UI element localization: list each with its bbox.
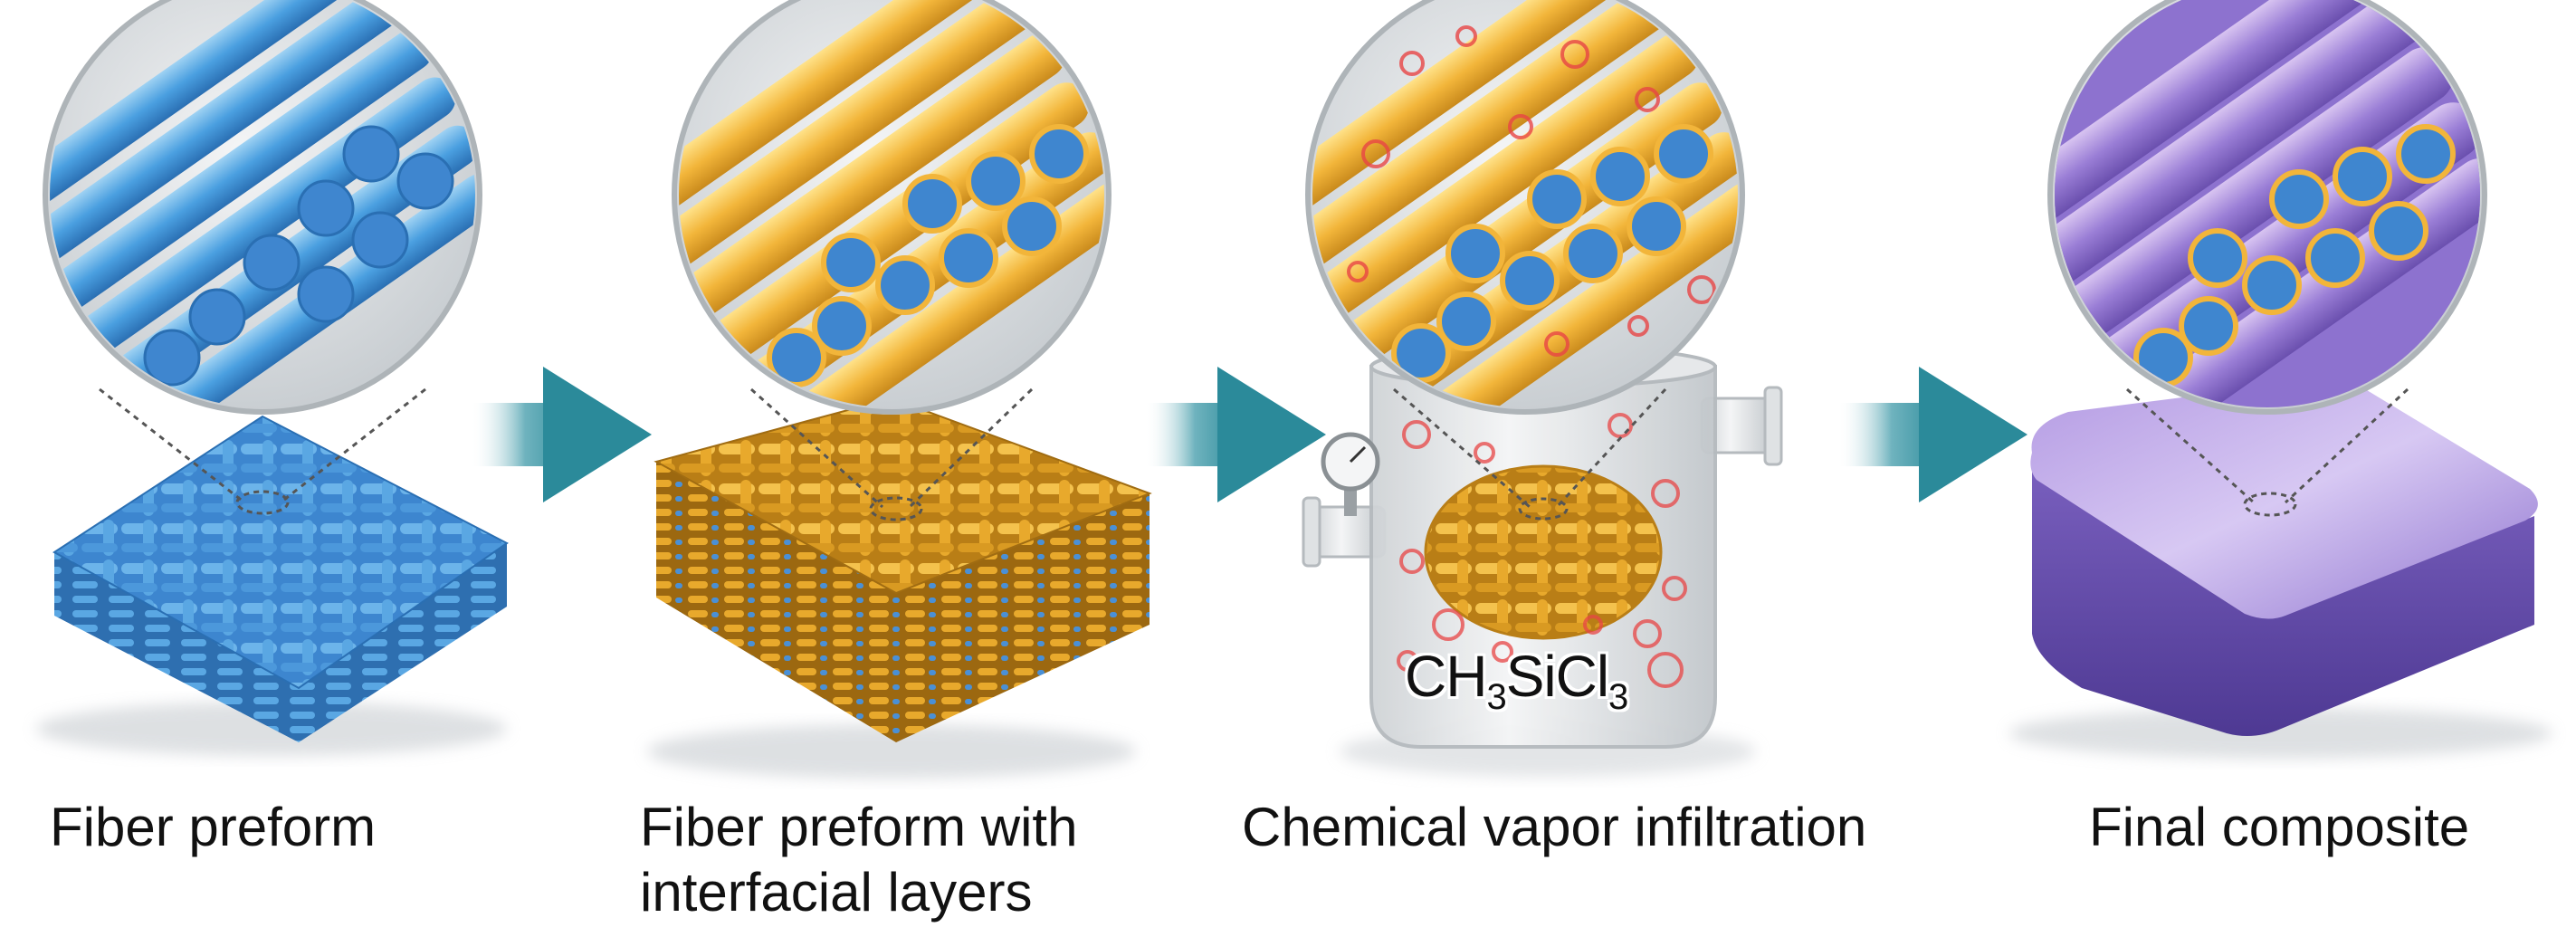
zoom-guide-left (99, 387, 245, 504)
formula-sub-1: 3 (1486, 677, 1506, 717)
arrow-right-icon (1145, 367, 1326, 502)
composite-side (2032, 453, 2534, 737)
preform-top (52, 415, 509, 690)
fiber-bundle-composite (2055, 0, 2480, 407)
caption-text: Chemical vapor infiltration (1242, 797, 1867, 857)
reactor-preform (1424, 464, 1663, 640)
caption-text: Fiber preform (50, 797, 377, 857)
stage-fiber-preform (36, 0, 509, 756)
fiber-bundle-gold (679, 0, 1104, 407)
caption-final-composite: Final composite (2089, 795, 2576, 860)
zoom-spot (235, 490, 290, 515)
caption-text-line1: Fiber preform with (640, 797, 1078, 857)
coated-top (654, 397, 1152, 595)
precursor-formula: CH3SiCl3 (1405, 643, 1628, 718)
gas-molecule-icon (1397, 413, 1687, 688)
coated-side-right (896, 493, 1150, 742)
pressure-gauge-icon (1321, 432, 1380, 516)
stage-coated-preform (647, 0, 1152, 779)
fiber-bundle-blue (50, 0, 475, 407)
stage-final-composite (2009, 0, 2552, 759)
arrow-right-icon (1837, 367, 2027, 502)
formula-sub-2: 3 (1608, 677, 1628, 717)
preform-shadow (36, 702, 507, 756)
arrow-right-icon (471, 367, 652, 502)
coated-side-front (656, 462, 896, 742)
stage-cvi-reactor (1302, 0, 1783, 777)
caption-fiber-preform: Fiber preform (50, 795, 557, 860)
preform-side-right (299, 543, 507, 742)
caption-text-line2: interfacial layers (640, 862, 1033, 923)
formula-part-sicl: SiCl (1505, 644, 1609, 709)
zoom-guide-right (280, 387, 426, 504)
preform-side-front (54, 552, 299, 742)
caption-text: Final composite (2089, 797, 2470, 857)
composite-top (2030, 379, 2538, 619)
formula-part-ch: CH (1405, 644, 1487, 709)
caption-cvi: Chemical vapor infiltration (1242, 795, 2056, 860)
